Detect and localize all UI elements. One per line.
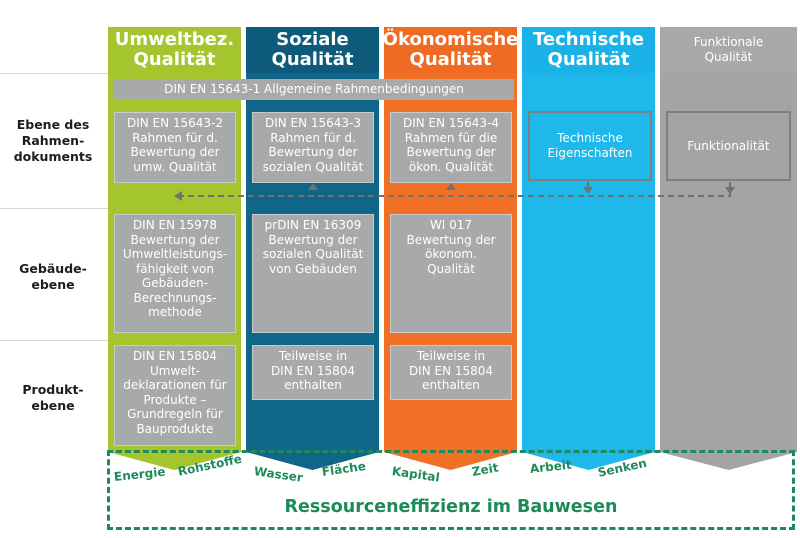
box-din-15643-2: DIN EN 15643-2 Rahmen für d. Bewertung d…	[114, 112, 236, 183]
box-line: prDIN EN 16309	[264, 218, 362, 232]
box-line: Umweltleistungs-	[122, 247, 228, 261]
column-title-line: Qualität	[409, 49, 492, 70]
box-line: Eigenschaften	[547, 146, 633, 160]
row-label-rahmendokument: Ebene des Rahmen- dokuments	[0, 117, 106, 165]
resource-efficiency-frame	[107, 450, 795, 530]
chevron-tip-cyan	[522, 452, 655, 470]
box-line: Technische	[557, 131, 623, 145]
box-line: Funktionalität	[687, 138, 770, 153]
box-line: DIN EN 15804	[132, 349, 218, 363]
box-line: DIN EN 15804	[408, 363, 494, 378]
column-header: Umweltbez. Qualität	[108, 27, 241, 73]
row-divider	[0, 73, 108, 74]
box-line: sozialen Qualität	[262, 159, 364, 174]
box-line: sozialen Qualität	[262, 247, 364, 261]
column-title-line: Technische	[533, 29, 644, 50]
box-line: enthalten	[284, 378, 342, 392]
box-line: deklarationen für	[123, 378, 227, 392]
column-header: Ökonomische Qualität	[382, 27, 519, 73]
box-line: Teilweise in	[416, 349, 486, 363]
row-label-produktebene: Produkt- ebene	[0, 382, 106, 414]
box-line: umw. Qualität	[133, 159, 217, 174]
dashed-connector	[178, 182, 731, 197]
column-title-line: Qualität	[271, 49, 354, 70]
column-header: Soziale Qualität	[246, 27, 379, 73]
box-line: ökonom.	[425, 247, 477, 261]
row-divider	[0, 208, 108, 209]
column-header: Technische Qualität	[522, 27, 655, 73]
row-label-gebaeudeebene: Gebäude- ebene	[0, 261, 106, 293]
column-body	[660, 73, 797, 452]
chevron-tip-orange	[384, 452, 517, 470]
box-line: Rahmen für die	[404, 130, 498, 145]
box-teilweise-15804-oekonomisch: Teilweise in DIN EN 15804 enthalten	[390, 345, 512, 400]
row-label-line: ebene	[31, 277, 75, 292]
box-line: DIN EN 15643-3	[264, 116, 362, 130]
box-line: Rahmen für d.	[132, 130, 218, 145]
box-line: Bewertung der	[130, 232, 220, 247]
column-title-line: Umweltbez.	[114, 29, 235, 50]
box-din-15804: DIN EN 15804 Umwelt- deklarationen für P…	[114, 345, 236, 446]
box-line: Bewertung der	[130, 145, 220, 159]
column-title-line: Ökonomische	[382, 29, 519, 50]
box-line: Qualität	[427, 261, 475, 276]
box-line: ökon. Qualität	[408, 159, 494, 174]
box-line: fähigkeit von	[136, 261, 214, 276]
box-teilweise-15804-sozial: Teilweise in DIN EN 15804 enthalten	[252, 345, 374, 400]
row-label-line: Produkt-	[22, 382, 84, 397]
box-funktionalitaet: Funktionalität	[666, 111, 791, 181]
column-technische-qualitaet: Technische Qualität	[522, 27, 655, 452]
box-line: WI 017	[429, 218, 473, 232]
row-label-line: dokuments	[13, 149, 93, 164]
column-title-line: Qualität	[547, 49, 630, 70]
box-line: Berechnungs-	[133, 290, 217, 305]
box-line: DIN EN 15643-2	[126, 116, 224, 130]
row-label-line: Rahmen-	[21, 133, 85, 148]
box-din-15643-3: DIN EN 15643-3 Rahmen für d. Bewertung d…	[252, 112, 374, 183]
chevron-tip-blue	[246, 452, 379, 470]
box-technische-eigenschaften: Technische Eigenschaften	[528, 111, 652, 181]
column-funktionale-qualitaet: Funktionale Qualität	[660, 27, 797, 452]
row-label-line: ebene	[31, 398, 75, 413]
box-line: Teilweise in	[278, 349, 348, 363]
chevron-tip-green	[108, 452, 241, 470]
connector-arrowheads	[174, 183, 735, 201]
column-title-line: Qualität	[704, 50, 753, 64]
box-line: von Gebäuden	[269, 261, 357, 276]
box-line: Bauprodukte	[136, 421, 214, 436]
box-line: DIN EN 15804	[270, 363, 356, 378]
box-line: Bewertung der	[406, 232, 496, 247]
box-line: Bewertung der	[406, 145, 496, 159]
resource-efficiency-title: Ressourceneffizienz im Bauwesen	[284, 497, 618, 517]
box-line: DIN EN 15978	[132, 218, 218, 232]
box-line: Gebäuden-	[141, 276, 209, 290]
box-din-15643-4: DIN EN 15643-4 Rahmen für die Bewertung …	[390, 112, 512, 183]
row-label-line: Gebäude-	[19, 261, 87, 276]
column-header: Funktionale Qualität	[660, 27, 797, 73]
box-line: Grundregeln für	[127, 407, 223, 421]
box-wi-017: WI 017 Bewertung der ökonom. Qualität	[390, 214, 512, 333]
box-line: methode	[148, 305, 202, 319]
column-title-line: Funktionale	[693, 35, 764, 49]
column-body	[522, 73, 655, 452]
box-line: Bewertung der	[268, 232, 358, 247]
chevron-tip-gray	[660, 452, 797, 470]
row-label-line: Ebene des	[16, 117, 90, 132]
box-line: enthalten	[422, 378, 480, 392]
column-title-line: Soziale	[276, 29, 349, 50]
box-line: Produkte –	[143, 392, 207, 407]
column-title-line: Qualität	[133, 49, 216, 70]
din-15643-1-bar: DIN EN 15643-1 Allgemeine Rahmenbedingun…	[114, 79, 514, 100]
box-prdin-16309: prDIN EN 16309 Bewertung der sozialen Qu…	[252, 214, 374, 333]
box-line: DIN EN 15643-4	[402, 116, 500, 130]
box-din-15978: DIN EN 15978 Bewertung der Umweltleistun…	[114, 214, 236, 333]
box-line: Umwelt-	[149, 363, 201, 378]
box-line: Rahmen für d.	[270, 130, 356, 145]
box-line: Bewertung der	[268, 145, 358, 159]
row-divider	[0, 340, 108, 341]
